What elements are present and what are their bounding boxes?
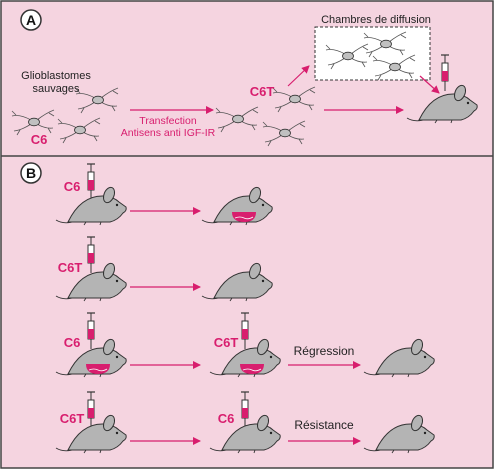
transfection-line2: Antisens anti IGF-IR bbox=[121, 127, 216, 139]
row2-injected-label: C6T bbox=[58, 260, 83, 275]
diffusion-chamber bbox=[314, 26, 431, 81]
row4-first-label: C6T bbox=[60, 411, 85, 426]
svg-text:A: A bbox=[26, 12, 36, 28]
badge-b: B bbox=[20, 162, 42, 184]
badge-a: A bbox=[20, 9, 42, 31]
c6t-label-a: C6T bbox=[250, 84, 275, 99]
row3-second-label: C6T bbox=[214, 335, 239, 350]
svg-text:B: B bbox=[26, 165, 36, 181]
c6-label-a: C6 bbox=[31, 132, 48, 147]
wild-label-line2: sauvages bbox=[32, 83, 80, 95]
row1-injected-label: C6 bbox=[64, 179, 81, 194]
wild-label-line1: Glioblastomes bbox=[21, 70, 91, 82]
row3-first-label: C6 bbox=[64, 335, 81, 350]
chamber-title: Chambres de diffusion bbox=[321, 14, 431, 26]
transfection-line1: Transfection bbox=[139, 115, 197, 127]
row3-outcome: Régression bbox=[294, 344, 355, 358]
chamber-implant-arrow bbox=[419, 75, 440, 94]
row4-second-label: C6 bbox=[218, 411, 235, 426]
arrow-to-chamber bbox=[287, 65, 310, 87]
row4-outcome: Résistance bbox=[294, 418, 354, 432]
